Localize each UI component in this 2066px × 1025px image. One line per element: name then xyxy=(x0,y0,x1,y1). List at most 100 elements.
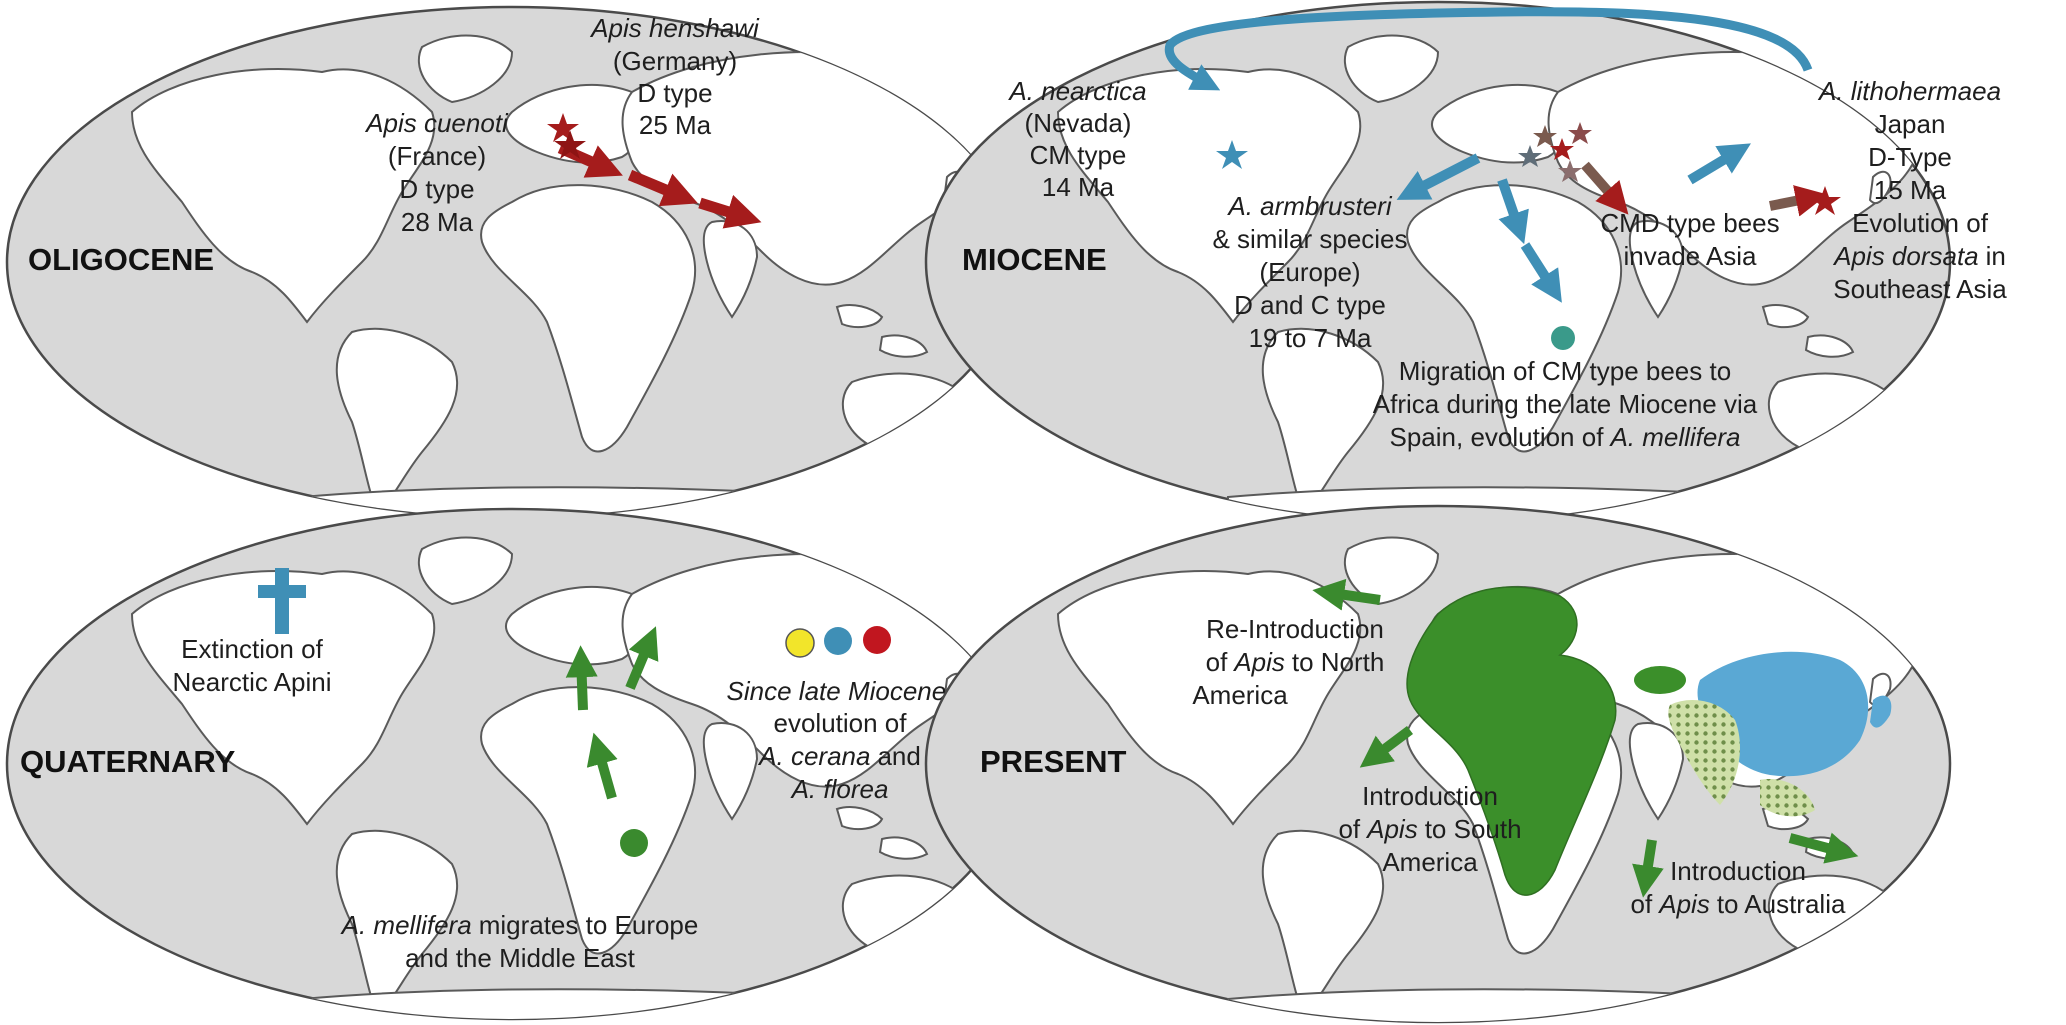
oligocene-cuenoti-line3: 28 Ma xyxy=(401,207,474,237)
era-label-quaternary: QUATERNARY xyxy=(20,744,236,779)
florea-range-se xyxy=(1760,779,1815,817)
era-label-oligocene: OLIGOCENE xyxy=(28,242,214,277)
quaternary-florea: A. florea xyxy=(790,774,889,804)
arrow-icon xyxy=(565,645,598,711)
cm-bee-marker xyxy=(1551,326,1575,350)
present-sa-species: Apis xyxy=(1365,814,1418,844)
miocene-nearctica-line1: (Nevada) xyxy=(1025,108,1132,138)
present-na-line1: Re-Introduction xyxy=(1206,614,1384,644)
fossil-cluster-europe xyxy=(1518,122,1592,182)
quaternary-cerana-species: A. cerana xyxy=(757,741,870,771)
present-sa-of: of xyxy=(1338,814,1360,844)
arrow-icon xyxy=(1164,7,1813,91)
miocene-dorsata-in: in xyxy=(1986,241,2006,271)
arrow-icon xyxy=(625,626,659,690)
arrow-icon xyxy=(698,194,762,229)
arrow-icon xyxy=(1312,578,1381,611)
quaternary-cerana-line2: evolution of xyxy=(774,708,908,738)
miocene-nearctica-name: A. nearctica xyxy=(1007,76,1146,106)
arrow-icon xyxy=(1687,143,1751,185)
present-na-of: of xyxy=(1206,647,1228,677)
cerana-range xyxy=(1697,651,1869,777)
quaternary-mellifera-species: A. mellifera xyxy=(340,910,472,940)
present-na-line3: America xyxy=(1192,680,1288,710)
panel-oligocene: Apis henshawi (Germany) D type 25 Ma Api… xyxy=(5,5,1019,519)
present-sa-line3: America xyxy=(1382,847,1478,877)
cross-icon xyxy=(258,568,306,634)
panel-quaternary: Extinction of Nearctic Apini Since late … xyxy=(5,507,1019,1021)
star-icon xyxy=(1568,122,1592,144)
mellifera-range-mideast xyxy=(1634,666,1686,694)
present-na-suffix: to North xyxy=(1292,647,1385,677)
cerana-range-japan xyxy=(1870,695,1892,728)
miocene-cmd-line1: CMD type bees xyxy=(1600,208,1779,238)
star-icon xyxy=(1518,145,1542,167)
oligocene-henshawi-line1: (Germany) xyxy=(613,46,737,76)
miocene-migration-line2: Africa during the late Miocene via xyxy=(1373,389,1758,419)
florea-dot xyxy=(785,628,815,658)
miocene-lithohermaea-name: A. lithohermaea xyxy=(1817,76,2001,106)
quaternary-mellifera-line2: and the Middle East xyxy=(405,943,636,973)
miocene-armbrusteri-line3: 19 to 7 Ma xyxy=(1249,323,1372,353)
present-sa-suffix: to South xyxy=(1425,814,1522,844)
oligocene-henshawi-name: Apis henshawi xyxy=(589,13,760,43)
miocene-armbrusteri-suffix: & similar species xyxy=(1212,224,1407,254)
miocene-armbrusteri-name: A. armbrusteri xyxy=(1226,191,1392,221)
oligocene-henshawi-line2: D type xyxy=(637,78,712,108)
continents-present xyxy=(1057,536,1921,1022)
present-au-line1: Introduction xyxy=(1670,856,1806,886)
quaternary-mellifera-suffix: migrates to Europe xyxy=(479,910,699,940)
arrow-icon xyxy=(1769,185,1828,217)
arrow-icon xyxy=(1788,832,1859,864)
arrow-icon xyxy=(1520,242,1562,303)
star-icon xyxy=(547,113,579,142)
mellifera-range xyxy=(1406,586,1617,896)
miocene-nearctica-line2: CM type xyxy=(1030,140,1127,170)
miocene-migration-line3-prefix: Spain, evolution of xyxy=(1390,422,1605,452)
dorsata-dot xyxy=(863,626,891,654)
miocene-lithohermaea-line2: D-Type xyxy=(1868,142,1952,172)
quaternary-extinction-line2: Nearctic Apini xyxy=(173,667,332,697)
oligocene-cuenoti-line1: (France) xyxy=(388,141,486,171)
miocene-migration-species: A. mellifera xyxy=(1608,422,1740,452)
present-au-suffix: to Australia xyxy=(1717,889,1846,919)
miocene-dorsata-line3: Southeast Asia xyxy=(1833,274,2007,304)
arrow-icon xyxy=(1396,153,1481,200)
oligocene-henshawi-line3: 25 Ma xyxy=(639,110,712,140)
present-au-species: Apis xyxy=(1657,889,1710,919)
miocene-nearctica-line3: 14 Ma xyxy=(1042,172,1115,202)
miocene-lithohermaea-line3: 15 Ma xyxy=(1874,175,1947,205)
star-icon xyxy=(1809,186,1841,215)
star-icon xyxy=(1533,125,1557,147)
miocene-armbrusteri-line1: (Europe) xyxy=(1259,257,1360,287)
quaternary-extinction-line1: Extinction of xyxy=(181,634,323,664)
present-na-species: Apis xyxy=(1232,647,1285,677)
arrow-icon xyxy=(1632,839,1664,898)
era-label-present: PRESENT xyxy=(980,744,1126,779)
present-sa-line1: Introduction xyxy=(1362,781,1498,811)
florea-range xyxy=(1668,700,1740,805)
star-icon xyxy=(554,130,586,159)
cerana-dot xyxy=(824,627,852,655)
miocene-dorsata-line1: Evolution of xyxy=(1852,208,1989,238)
arrow-icon xyxy=(1497,178,1529,245)
mellifera-origin-marker xyxy=(620,829,648,857)
era-label-miocene: MIOCENE xyxy=(962,242,1107,277)
star-icon xyxy=(1558,160,1582,182)
star-icon xyxy=(1550,138,1574,160)
star-icon xyxy=(1216,140,1248,169)
panel-miocene: MIOCENE A. nearctica (Nevada) CM type 14… xyxy=(924,0,2007,524)
arrow-icon xyxy=(1581,161,1629,215)
miocene-dorsata-species: Apis dorsata xyxy=(1832,241,1979,271)
oligocene-cuenoti-name: Apis cuenoti xyxy=(364,108,509,138)
miocene-migration-line1: Migration of CM type bees to xyxy=(1399,356,1731,386)
miocene-lithohermaea-line1: Japan xyxy=(1875,109,1946,139)
